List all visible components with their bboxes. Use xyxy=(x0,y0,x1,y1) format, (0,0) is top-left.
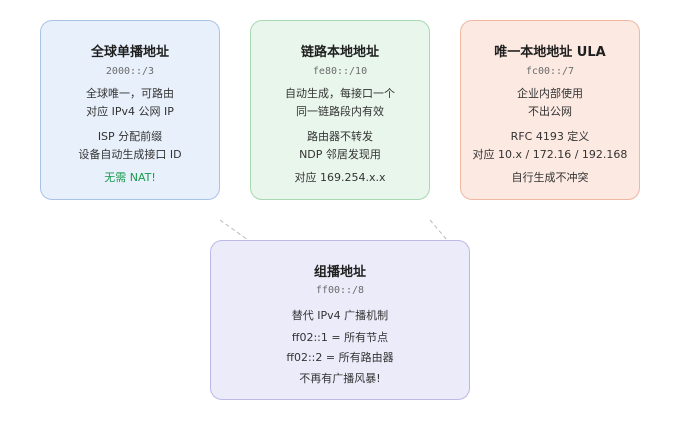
connector-ula-multicast xyxy=(429,219,448,241)
card-line: 路由器不转发 xyxy=(307,130,373,143)
connector-global-multicast xyxy=(219,219,249,241)
card-line: 对应 169.254.x.x xyxy=(294,171,386,184)
card-line: 不再有广播风暴! xyxy=(299,372,381,385)
card-line: 设备自动生成接口 ID xyxy=(78,148,182,161)
prefix-label: fe80::/10 xyxy=(312,66,368,77)
link-local-card: 链路本地地址 fe80::/10 自动生成，每接口一个 同一链路段内有效 路由器… xyxy=(250,20,430,200)
unique-local-card: 唯一本地地址 ULA fc00::/7 企业内部使用 不出公网 RFC 4193… xyxy=(460,20,640,200)
card-line: NDP 邻居发现用 xyxy=(299,148,381,161)
card-line: 对应 10.x / 172.16 / 192.168 xyxy=(472,148,628,161)
card-highlight: 无需 NAT! xyxy=(104,171,156,184)
card-title: 唯一本地地址 ULA xyxy=(494,45,606,60)
card-line: RFC 4193 定义 xyxy=(510,130,590,143)
card-line: 同一链路段内有效 xyxy=(296,105,384,118)
card-line: ff02::2 = 所有路由器 xyxy=(286,351,394,364)
multicast-card: 组播地址 ff00::/8 替代 IPv4 广播机制 ff02::1 = 所有节… xyxy=(210,240,470,400)
card-line: ff02::1 = 所有节点 xyxy=(291,331,389,344)
card-line: 自动生成，每接口一个 xyxy=(285,87,395,100)
prefix-label: 2000::/3 xyxy=(105,66,155,77)
prefix-label: ff00::/8 xyxy=(315,285,365,296)
global-unicast-card: 全球单播地址 2000::/3 全球唯一，可路由 对应 IPv4 公网 IP I… xyxy=(40,20,220,200)
card-line: 替代 IPv4 广播机制 xyxy=(291,309,389,322)
card-line: 企业内部使用 xyxy=(517,87,583,100)
card-line: 不出公网 xyxy=(528,105,572,118)
card-title: 链路本地地址 xyxy=(300,45,379,60)
card-title: 全球单播地址 xyxy=(90,45,169,60)
card-line: 自行生成不冲突 xyxy=(511,171,589,184)
card-title: 组播地址 xyxy=(313,265,366,280)
card-line: ISP 分配前缀 xyxy=(97,130,163,143)
card-line: 对应 IPv4 公网 IP xyxy=(86,105,174,118)
card-line: 全球唯一，可路由 xyxy=(86,87,174,100)
prefix-label: fc00::/7 xyxy=(525,66,575,77)
